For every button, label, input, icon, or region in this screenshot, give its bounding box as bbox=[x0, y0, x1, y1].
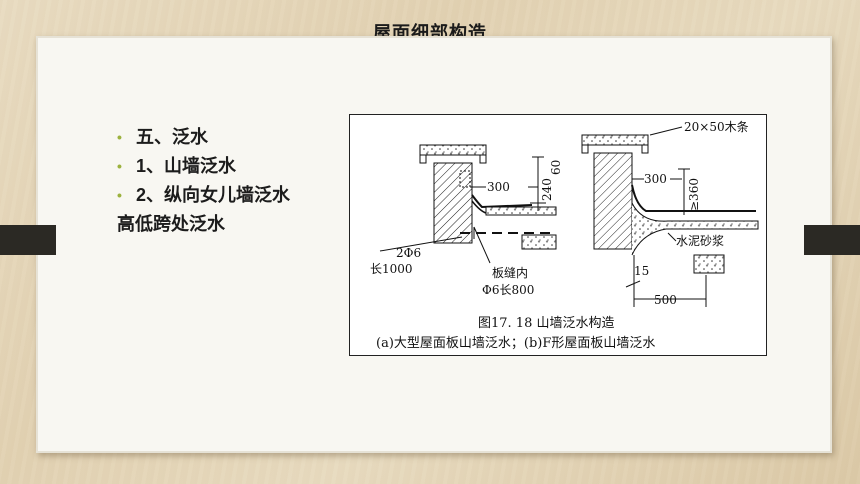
bullet-continuation: 高低跨处泛水 bbox=[117, 214, 225, 234]
label-240-a: 240 bbox=[540, 178, 554, 201]
left-side-tab bbox=[0, 225, 56, 255]
label-60-a: 60 bbox=[549, 160, 563, 175]
wall-a bbox=[433, 162, 473, 244]
label-300-a: 300 bbox=[487, 180, 510, 194]
flashing-diagram: 300 240 60 2Φ6 长1000 板缝内 Φ6长800 20×50木条 … bbox=[349, 114, 767, 356]
bullet-text: 五、泛水 bbox=[136, 127, 208, 147]
label-mortar: 水泥砂浆 bbox=[676, 233, 724, 248]
diagram-svg: 300 240 60 2Φ6 长1000 板缝内 Φ6长800 20×50木条 … bbox=[370, 120, 759, 351]
label-300-b: 300 bbox=[644, 172, 667, 186]
right-side-tab bbox=[804, 225, 860, 255]
bullet-dot-icon: • bbox=[117, 187, 122, 203]
label-wood-strip: 20×50木条 bbox=[684, 120, 749, 134]
coping-b bbox=[581, 134, 649, 146]
bullet-item: • 2、纵向女儿墙泛水 高低跨处泛水 bbox=[117, 181, 290, 239]
coping-a bbox=[419, 144, 487, 156]
label-seam-a: 板缝内 bbox=[492, 265, 528, 280]
figure-caption: 图17. 18 山墙泛水构造 bbox=[478, 316, 614, 331]
wall-b bbox=[593, 152, 633, 250]
label-15-b: 15 bbox=[634, 264, 649, 278]
label-seam-rebar-a: Φ6长800 bbox=[482, 283, 534, 297]
bullet-text: 1、山墙泛水 bbox=[136, 156, 237, 176]
bullet-item: • 五、泛水 bbox=[117, 123, 290, 152]
label-500-b: 500 bbox=[654, 293, 677, 307]
bullet-dot-icon: • bbox=[117, 129, 122, 145]
bullet-text: 2、纵向女儿墙泛水 bbox=[136, 185, 291, 205]
label-360-b: ≥360 bbox=[687, 178, 701, 211]
figure-subcaption: (a)大型屋面板山墙泛水；(b)F形屋面板山墙泛水 bbox=[376, 336, 655, 351]
bullet-item: • 1、山墙泛水 bbox=[117, 152, 290, 181]
drawing-a: 300 240 60 2Φ6 长1000 板缝内 Φ6长800 bbox=[370, 144, 563, 297]
drawing-b: 20×50木条 300 ≥360 水泥砂浆 15 500 bbox=[581, 120, 759, 307]
bullet-list: • 五、泛水 • 1、山墙泛水 • 2、纵向女儿墙泛水 高低跨处泛水 bbox=[117, 123, 290, 239]
label-rebar-len-a: 长1000 bbox=[370, 262, 413, 276]
roof-slab-a bbox=[485, 206, 557, 216]
bullet-dot-icon: • bbox=[117, 158, 122, 174]
label-rebar-a: 2Φ6 bbox=[396, 246, 421, 260]
